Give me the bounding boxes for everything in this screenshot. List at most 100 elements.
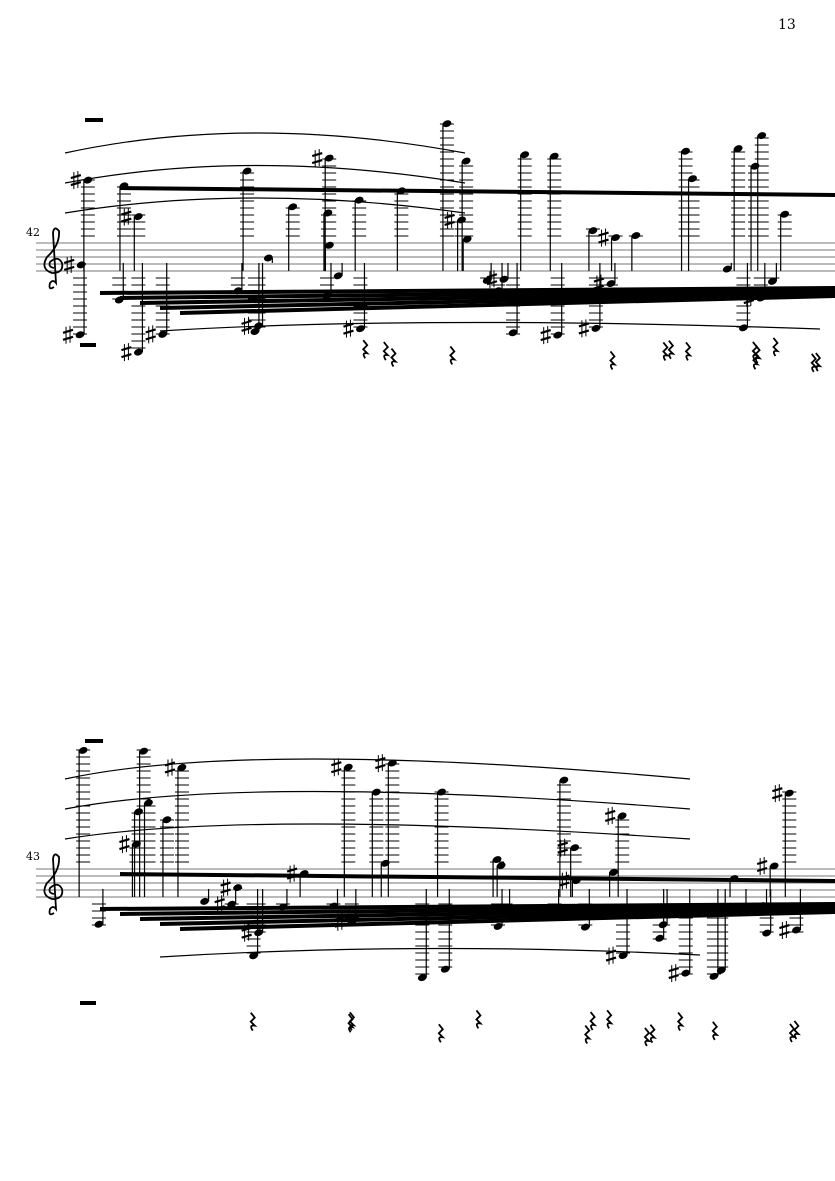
notehead	[144, 799, 153, 807]
beam	[99, 902, 835, 911]
sharp-sign	[557, 841, 568, 854]
sharp-sign	[540, 329, 552, 342]
sharp-sign	[559, 874, 570, 887]
sharp-sign	[65, 325, 71, 344]
notehead	[784, 789, 794, 797]
sharp-sign	[164, 761, 176, 774]
sharp-sign	[244, 316, 250, 335]
quarter-rest	[754, 344, 763, 364]
quarter-rest	[788, 1023, 797, 1043]
sharp-sign	[578, 322, 590, 335]
sharp-sign	[214, 898, 225, 911]
beam	[139, 906, 835, 921]
notehead	[762, 929, 772, 937]
sharp-sign	[66, 255, 72, 274]
sharp-sign	[337, 912, 343, 931]
notehead	[722, 265, 732, 273]
notehead	[482, 276, 492, 284]
quarter-rest	[662, 341, 670, 361]
notehead	[681, 147, 690, 155]
notehead	[681, 969, 691, 977]
sharp-sign	[73, 171, 79, 190]
sharp-sign	[121, 835, 127, 854]
sharp-sign	[345, 319, 351, 338]
notehead	[767, 277, 777, 285]
sharp-sign	[217, 895, 223, 914]
notehead	[278, 903, 288, 911]
sharp-sign	[561, 871, 567, 890]
notehead	[333, 272, 343, 280]
notehead	[299, 870, 309, 878]
notehead	[354, 196, 364, 204]
slur	[64, 132, 466, 154]
notehead	[492, 856, 502, 864]
beam	[139, 290, 835, 305]
notehead	[177, 764, 187, 771]
quarter-rest	[605, 1009, 614, 1029]
notehead	[325, 241, 334, 249]
quarter-rest	[643, 1027, 652, 1047]
sharp-sign	[604, 809, 616, 822]
notehead	[200, 897, 209, 905]
notehead	[75, 331, 85, 339]
quarter-rest	[475, 1009, 484, 1029]
notehead	[288, 203, 298, 211]
slur	[64, 758, 691, 780]
sharp-sign	[593, 277, 605, 290]
page-number: 13	[778, 17, 796, 33]
notehead	[132, 840, 141, 848]
sharp-sign	[377, 754, 383, 773]
whole-rest	[85, 739, 103, 743]
notehead	[343, 763, 353, 771]
sharp-sign	[63, 258, 75, 271]
notehead	[387, 759, 397, 767]
quarter-rest	[793, 1020, 801, 1040]
notehead	[709, 972, 719, 980]
sharp-sign	[601, 228, 607, 247]
sharp-sign	[62, 328, 74, 341]
sharp-sign	[607, 806, 613, 825]
sharp-sign	[148, 325, 154, 344]
quarter-rest	[772, 337, 781, 357]
beam	[159, 292, 835, 310]
sharp-sign	[743, 292, 755, 305]
beam	[119, 288, 835, 300]
sharp-sign	[560, 838, 566, 857]
notehead	[254, 929, 263, 937]
sharp-sign	[334, 915, 346, 928]
sharp-sign	[543, 326, 549, 345]
quarter-rest	[810, 353, 819, 373]
notehead	[609, 868, 618, 876]
notehead	[347, 918, 357, 926]
notehead	[716, 966, 726, 974]
notehead	[324, 154, 334, 162]
sharp-sign	[489, 270, 495, 289]
treble-clef-42	[43, 227, 64, 290]
notehead	[250, 328, 260, 335]
notehead	[739, 324, 748, 332]
sharp-sign	[343, 322, 354, 335]
sharp-sign	[311, 152, 323, 165]
notehead	[233, 884, 242, 892]
sharp-sign	[314, 149, 320, 168]
sharp-sign	[608, 946, 614, 965]
quarter-rest	[711, 1021, 720, 1041]
notehead	[617, 812, 627, 820]
quarter-rest	[649, 1024, 658, 1044]
notehead	[757, 132, 767, 140]
sharp-sign	[671, 964, 677, 983]
slur	[64, 790, 691, 810]
notehead	[572, 877, 581, 885]
notehead	[496, 862, 506, 870]
notehead	[729, 875, 739, 883]
sharp-sign	[668, 967, 680, 980]
sharp-sign	[333, 758, 339, 777]
sharp-sign	[444, 213, 455, 226]
quarter-rest	[684, 341, 693, 361]
quarter-rest	[449, 345, 457, 365]
notehead	[134, 348, 143, 356]
beam	[159, 908, 835, 926]
quarter-rest	[583, 1024, 592, 1045]
quarter-rest	[382, 341, 391, 361]
